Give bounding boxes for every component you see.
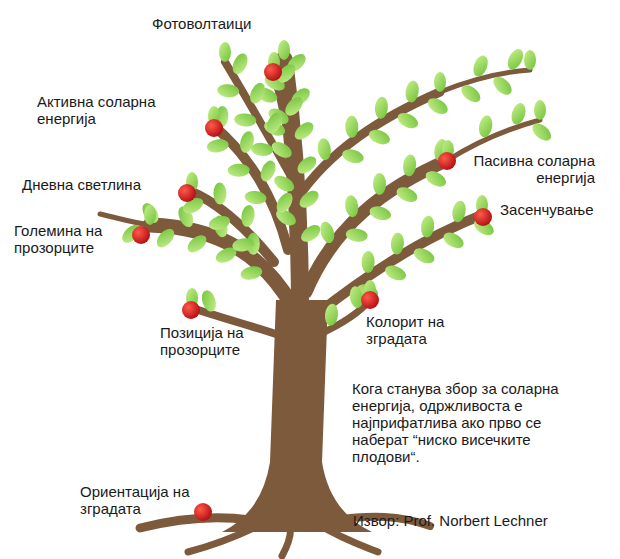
leaf <box>298 222 323 246</box>
leaf <box>199 288 218 313</box>
leaf <box>213 182 227 204</box>
leaf <box>420 215 436 238</box>
leaf <box>292 119 317 143</box>
apple <box>182 301 200 319</box>
leaf <box>250 142 273 157</box>
leaf <box>230 51 251 76</box>
part-label: Ориентација на зградата <box>80 483 195 517</box>
leaf <box>324 303 339 326</box>
leaf <box>374 96 389 119</box>
leaf <box>368 204 393 223</box>
leaf <box>361 251 374 273</box>
leaf <box>402 154 417 177</box>
leaf <box>529 120 554 144</box>
apple <box>361 291 379 309</box>
part-label: Позиција на прозорците <box>160 324 270 358</box>
leaf <box>345 227 369 243</box>
leaf <box>505 47 527 73</box>
apple <box>264 63 282 81</box>
apples <box>132 63 492 521</box>
leaf <box>294 153 319 177</box>
leaves <box>119 40 554 326</box>
leaf <box>264 110 285 135</box>
leaf <box>341 147 366 165</box>
leaf <box>278 40 290 60</box>
apple <box>194 503 212 521</box>
leaf <box>344 194 360 218</box>
apple <box>438 152 456 170</box>
part-label: Дневна светлина <box>22 176 172 193</box>
tree-wood <box>100 60 540 556</box>
leaf <box>524 50 536 70</box>
leaf <box>234 113 257 128</box>
leaf <box>231 237 255 253</box>
leaf <box>425 95 451 117</box>
leaf <box>316 137 332 161</box>
source-note: Извор: Prof. Norbert Lechner <box>353 512 603 529</box>
part-label: Активна соларна енергија <box>37 93 187 127</box>
leaf <box>395 110 421 132</box>
leaf <box>228 164 250 177</box>
leaf <box>404 80 420 104</box>
leaf <box>458 82 483 106</box>
part-label: Колорит на зградата <box>366 313 476 347</box>
part-label: Засенчување <box>500 201 615 218</box>
leaf <box>258 158 279 183</box>
leaf <box>153 226 177 251</box>
part-label: Фотоволтаици <box>152 15 282 32</box>
leaf <box>390 232 405 255</box>
leaf <box>394 184 419 205</box>
leaf <box>383 263 408 283</box>
leaf <box>282 94 306 119</box>
leaf <box>217 83 240 98</box>
leaf <box>490 73 515 98</box>
leaf <box>318 220 337 245</box>
apple <box>178 184 196 202</box>
leaf <box>373 173 386 195</box>
leaf <box>206 138 230 155</box>
leaf <box>509 101 528 126</box>
leaf <box>534 100 546 120</box>
part-label: Пасивна соларна енергија <box>440 152 595 186</box>
leaf <box>434 72 446 92</box>
apple <box>132 226 150 244</box>
leaf <box>139 200 162 226</box>
apple <box>474 208 492 226</box>
leaf <box>144 205 156 225</box>
leaf <box>219 42 231 62</box>
leaf <box>345 116 358 138</box>
leaf <box>207 214 232 233</box>
leaf <box>367 127 392 147</box>
apple <box>205 119 223 137</box>
leaf <box>239 264 263 281</box>
leaf <box>411 245 436 266</box>
leaf <box>477 114 494 138</box>
leaf <box>423 168 449 190</box>
leaf <box>471 53 491 78</box>
leaf <box>441 229 467 251</box>
leaf <box>240 204 256 228</box>
leaf <box>450 199 467 223</box>
leaf <box>247 80 268 105</box>
part-label: Големина на прозорците <box>14 222 124 256</box>
leaf <box>296 187 321 211</box>
leaf <box>273 190 296 216</box>
note-text: Кога станува збор за соларна енергија, о… <box>352 380 602 465</box>
leaf <box>244 190 268 206</box>
leaf <box>271 172 297 195</box>
leaf <box>184 232 209 256</box>
